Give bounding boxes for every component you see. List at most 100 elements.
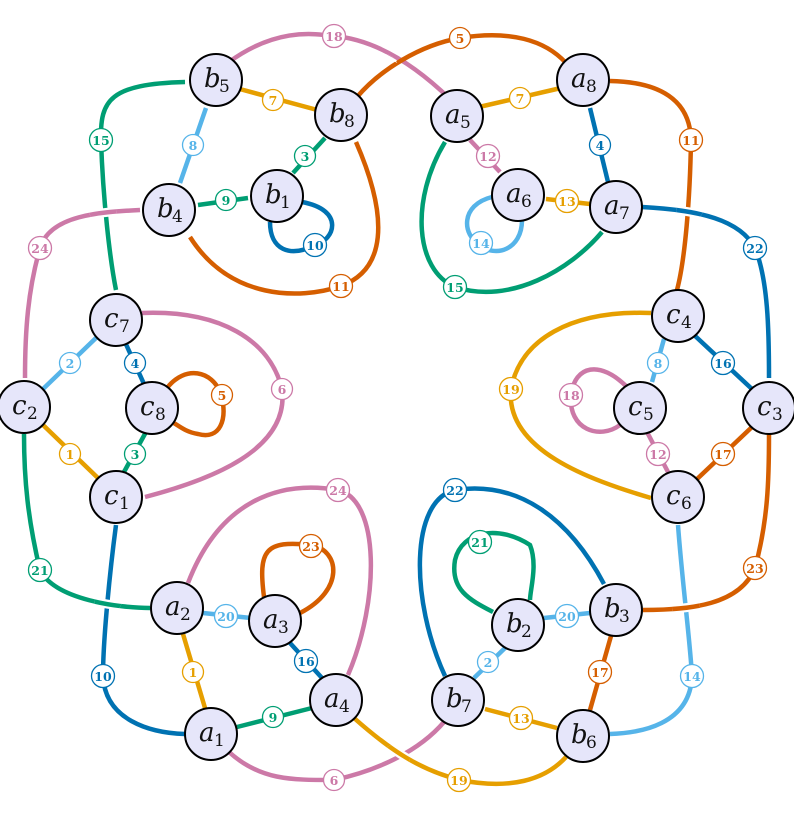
node-b4[interactable]: b4 — [142, 183, 196, 237]
edge-label-5: 5 — [448, 26, 472, 50]
svg-text:10: 10 — [94, 669, 112, 684]
svg-text:3: 3 — [772, 405, 783, 425]
edge-crossing — [672, 594, 700, 615]
svg-text:1: 1 — [189, 665, 198, 680]
svg-text:19: 19 — [450, 773, 467, 788]
svg-text:5: 5 — [218, 388, 227, 403]
svg-text:3: 3 — [301, 149, 310, 164]
edge-label-14: 14 — [679, 663, 705, 689]
node-b2[interactable]: b2 — [491, 598, 545, 652]
svg-text:5: 5 — [219, 77, 230, 97]
svg-text:3: 3 — [131, 447, 140, 462]
svg-text:19: 19 — [502, 382, 519, 397]
svg-text:5: 5 — [643, 405, 654, 425]
svg-text:a: a — [506, 179, 522, 209]
edge-label-8: 8 — [181, 133, 205, 157]
svg-text:15: 15 — [92, 133, 109, 148]
svg-text:11: 11 — [682, 133, 699, 148]
svg-text:15: 15 — [446, 280, 463, 295]
edge-label-23: 23 — [742, 555, 768, 581]
node-b3[interactable]: b3 — [589, 583, 643, 637]
svg-text:6: 6 — [330, 773, 339, 788]
node-b7[interactable]: b7 — [431, 673, 485, 727]
edge-label-17: 17 — [710, 441, 736, 467]
svg-text:24: 24 — [31, 241, 49, 256]
svg-text:18: 18 — [562, 388, 580, 403]
edge-label-23: 23 — [298, 533, 324, 559]
edge-label-10: 10 — [90, 663, 116, 689]
svg-text:20: 20 — [558, 609, 576, 624]
edge-label-21: 21 — [467, 529, 493, 555]
svg-text:14: 14 — [683, 669, 701, 684]
node-b1[interactable]: b1 — [250, 169, 304, 223]
edge-label-18: 18 — [558, 382, 584, 408]
svg-text:a: a — [445, 100, 461, 130]
edge-label-22: 22 — [442, 477, 468, 503]
svg-text:22: 22 — [446, 483, 463, 498]
svg-text:c: c — [666, 300, 681, 330]
svg-text:3: 3 — [278, 618, 289, 638]
svg-text:7: 7 — [461, 697, 472, 717]
svg-text:b: b — [506, 609, 523, 639]
svg-text:a: a — [199, 718, 215, 748]
edge-label-11: 11 — [678, 127, 704, 153]
svg-text:23: 23 — [302, 539, 319, 554]
svg-text:7: 7 — [119, 317, 130, 337]
svg-text:4: 4 — [596, 138, 605, 153]
edge-label-4: 4 — [123, 351, 147, 375]
edge-label-1: 1 — [58, 442, 82, 466]
edge-label-21: 21 — [27, 557, 53, 583]
svg-text:a: a — [165, 592, 181, 622]
svg-text:4: 4 — [131, 356, 140, 371]
crossings-layer — [89, 54, 704, 772]
svg-text:2: 2 — [27, 404, 38, 424]
svg-text:a: a — [263, 605, 279, 635]
svg-text:9: 9 — [269, 710, 278, 725]
svg-text:b: b — [265, 180, 282, 210]
svg-text:8: 8 — [344, 112, 355, 132]
svg-text:3: 3 — [619, 607, 630, 627]
node-b6[interactable]: b6 — [556, 709, 610, 763]
svg-text:4: 4 — [339, 697, 350, 717]
svg-text:10: 10 — [306, 238, 324, 253]
svg-text:6: 6 — [278, 382, 287, 397]
svg-text:8: 8 — [155, 405, 166, 425]
edge-label-8: 8 — [646, 351, 670, 375]
node-b8[interactable]: b8 — [314, 88, 368, 142]
edge-label-12: 12 — [475, 143, 501, 169]
svg-text:c: c — [628, 392, 643, 422]
edge-label-2: 2 — [58, 351, 82, 375]
svg-text:b: b — [204, 64, 221, 94]
edge-label-2: 2 — [476, 650, 500, 674]
edge-label-20: 20 — [213, 603, 239, 629]
svg-text:12: 12 — [479, 149, 496, 164]
svg-text:6: 6 — [681, 494, 692, 514]
edge-label-7: 7 — [508, 86, 532, 110]
svg-text:c: c — [140, 392, 155, 422]
svg-text:20: 20 — [217, 609, 235, 624]
svg-text:16: 16 — [714, 356, 732, 371]
svg-text:13: 13 — [512, 711, 529, 726]
edge-label-24: 24 — [27, 235, 53, 261]
svg-text:c: c — [104, 481, 119, 511]
edge-label-22: 22 — [742, 235, 768, 261]
node-b5[interactable]: b5 — [189, 53, 243, 107]
svg-text:22: 22 — [746, 241, 763, 256]
